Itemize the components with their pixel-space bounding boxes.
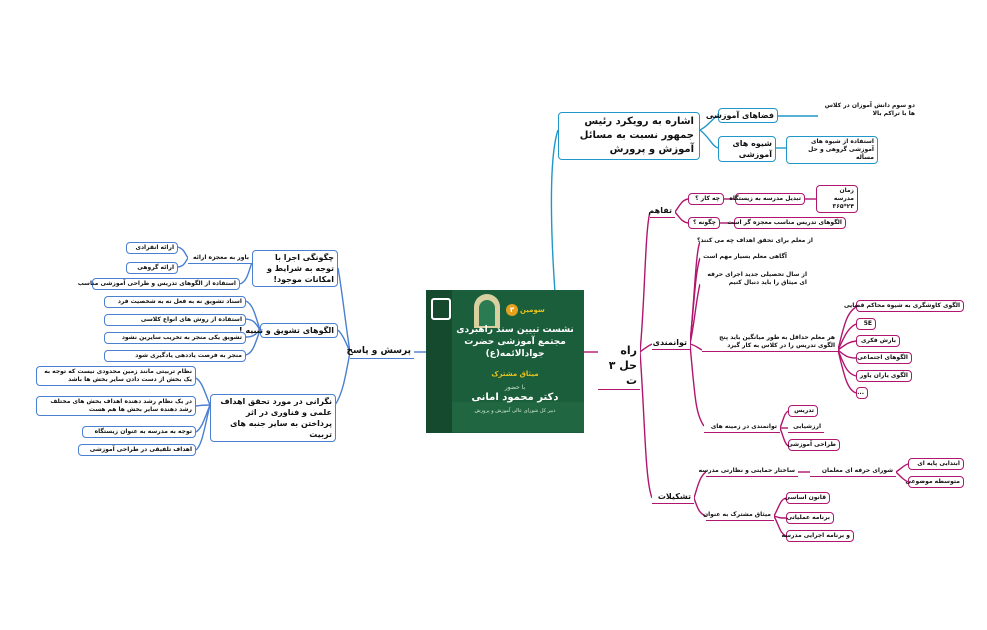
node-use-teaching-models[interactable]: استفاده از الگوهای تدریس و طراحی آموزشی … <box>78 278 240 290</box>
node-learning-opportunity[interactable]: منجر به فرصت یاددهی یادگیری شود <box>104 350 246 362</box>
banner-speaker: دکتر محمود امانی <box>471 392 559 403</box>
node-school-as-habitat[interactable]: توجه به مدرسه به عنوان زیستگاه <box>82 426 196 438</box>
node-group-problem-solving[interactable]: استفاده از شیوه های آموزشی گروهی و حل مس… <box>786 136 878 164</box>
node-implementation-question[interactable]: چگونگی اجرا با توجه به شرایط و امکانات م… <box>252 250 338 287</box>
node-reward-punishment[interactable]: الگوهای تشویق و تنبیه ! <box>239 323 338 338</box>
node-what[interactable]: چه کار ؟ <box>688 193 724 205</box>
node-growth-system[interactable]: در یک نظام رشد دهنده اهداف بخش های مختلف… <box>36 396 196 416</box>
node-charter-operational[interactable]: برنامه عملیاتی <box>786 512 834 524</box>
banner-title: نشست تبیین سند راهبردی مجتمع آموزشی حضرت… <box>456 325 574 359</box>
node-school-time[interactable]: زمان مدرسه ۲۴*۳۶۵ <box>816 185 858 213</box>
node-teachers-council[interactable]: شورای حرفه ای معلمان <box>810 466 896 477</box>
node-model-more[interactable]: ... <box>856 387 868 399</box>
node-integrated-goals[interactable]: اهداف تلفیقی در طراحی آموزشی <box>78 444 196 456</box>
node-teaching-models-miracle[interactable]: الگوهای تدریس مناسب معجزه گر است <box>727 217 846 229</box>
node-council-secondary[interactable]: متوسطه موضوعی <box>905 476 964 488</box>
node-area-assessment[interactable]: ارزشیابی <box>788 422 824 433</box>
node-presentation-belief[interactable]: باور به معجزه ارائه <box>188 253 252 264</box>
node-support-structure[interactable]: ساختار حمایتی و نظارتی مدرسه <box>699 466 798 477</box>
node-teacher-awareness[interactable]: آگاهی معلم بسیار مهم است <box>700 252 790 262</box>
node-common-charter[interactable]: میثاق مشترک به عنوان <box>703 510 774 521</box>
node-tavanmandi[interactable]: توانمندی <box>652 336 690 350</box>
institute-logo-icon <box>431 298 451 320</box>
banner-side-strip <box>426 290 452 433</box>
node-tafahom[interactable]: تفاهم <box>648 204 675 218</box>
node-five-models[interactable]: هر معلم حداقل به طور میانگین باید پنج ال… <box>702 333 838 352</box>
node-model-peers[interactable]: الگوی یاران یاور <box>856 370 912 382</box>
node-crowded-classes[interactable]: دو سوم دانش آموزان در کلاس ها با تراکم ب… <box>818 101 918 119</box>
mosque-arch-inner <box>479 300 495 326</box>
banner-with: با حضور <box>504 384 526 391</box>
node-area-teaching[interactable]: تدریس <box>788 405 818 417</box>
node-group-presentation[interactable]: ارائه گروهی <box>126 262 178 274</box>
node-council-primary[interactable]: ابتدایی پایه ای <box>908 458 964 470</box>
node-how[interactable]: چگونه ؟ <box>688 217 720 229</box>
node-model-5e[interactable]: 5E <box>856 318 876 330</box>
node-limited-land-analogy[interactable]: نظام تربیتی مانند زمین محدودی نیست که تو… <box>36 366 196 386</box>
node-charter-executive[interactable]: و برنامه اجرایی مدرسه <box>781 530 854 542</box>
node-reward-attribution[interactable]: اسناد تشویق نه به فعل نه به شخصیت فرد <box>104 296 246 308</box>
node-new-school-year[interactable]: از سال تحصیلی جدید اجرای حرفه ای میثاق ر… <box>700 270 810 288</box>
node-questions-answers[interactable]: پرسش و پاسخ <box>346 344 414 359</box>
node-model-social[interactable]: الگوهای اجتماعی <box>856 352 912 364</box>
node-teacher-question[interactable]: از معلم برای تحقق اهداف چه می کنند؟ <box>697 236 816 246</box>
banner-role: دبیر کل شورای عالی آموزش و پرورش <box>474 408 556 414</box>
node-tashkilat[interactable]: تشکیلات <box>652 490 694 504</box>
node-class-methods[interactable]: استفاده از روش های انواع کلاسی <box>104 314 246 326</box>
session-series: سومین <box>520 306 545 314</box>
banner-bottom-bar <box>452 402 584 432</box>
node-individual-presentation[interactable]: ارائه انفرادی <box>126 242 178 254</box>
node-academic-concern[interactable]: نگرانی در مورد تحقق اهداف علمی و فناوری … <box>210 394 336 442</box>
banner-subtitle: میثاق مشترک <box>491 370 539 378</box>
center-banner: ۳ سومین نشست تبیین سند راهبردی مجتمع آمو… <box>426 290 584 433</box>
node-charter-constitution[interactable]: قانون اساسی <box>784 492 830 504</box>
node-teaching-methods[interactable]: شیوه های آموزشی <box>718 136 776 162</box>
node-competency-areas[interactable]: توانمندی در زمینه های <box>704 422 780 433</box>
node-learning-spaces[interactable]: فضاهای آموزشی <box>706 108 778 123</box>
node-school-habitat[interactable]: تبدیل مدرسه به زیستگاه <box>729 193 805 205</box>
node-president-approach[interactable]: اشاره به رویکرد رئیس جمهور نسبت به مسائل… <box>558 112 700 160</box>
session-number-badge: ۳ <box>506 304 518 316</box>
node-model-courtroom[interactable]: الگوی کاوشگری به شیوه محاکم قضایی <box>844 300 964 312</box>
node-area-design[interactable]: طراحی آموزشی <box>787 439 840 451</box>
node-no-harm-others[interactable]: تشویق یکی منجر به تخریب سایرین نشود <box>104 332 246 344</box>
node-model-brainstorm[interactable]: بارش فکری <box>856 335 900 347</box>
node-3t-solution[interactable]: راه حل ۳ ت <box>598 342 640 390</box>
